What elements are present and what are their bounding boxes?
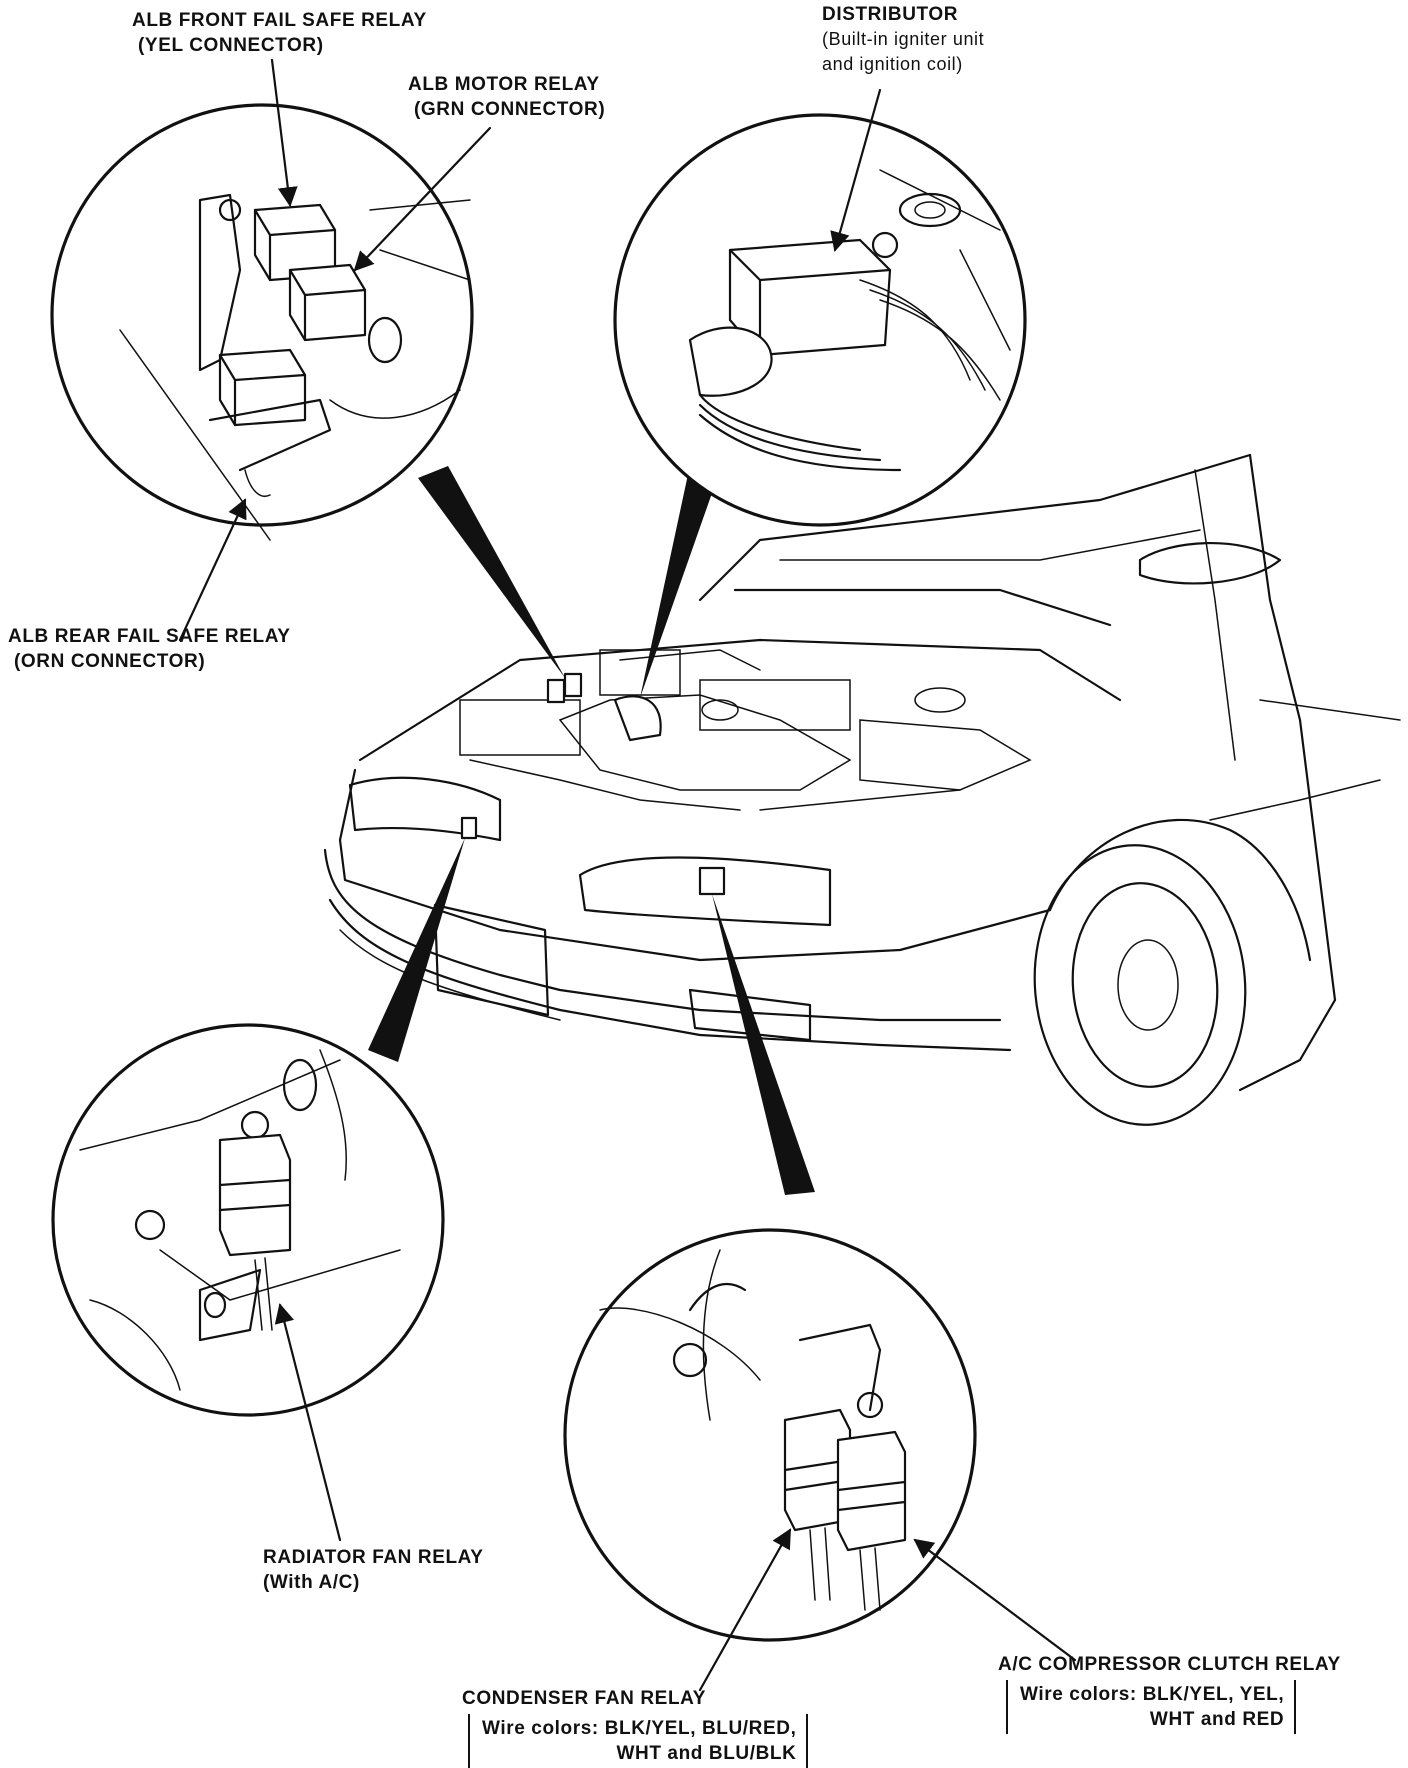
ac-clutch-line3: WHT and RED xyxy=(1149,1709,1285,1730)
alb-rear-fail-safe-relay-label: ALB REAR FAIL SAFE RELAY (ORN CONNECTOR) xyxy=(8,624,291,674)
car-illustration xyxy=(323,453,1401,1126)
radiator-fan-line2: (With A/C) xyxy=(263,1572,360,1593)
alb-motor-line1: ALB MOTOR RELAY xyxy=(408,74,600,95)
callout-wedges xyxy=(368,465,815,1195)
ac-clutch-line2: Wire colors: BLK/YEL, YEL, xyxy=(1020,1684,1285,1705)
ac-compressor-clutch-relay-label: A/C COMPRESSOR CLUTCH RELAY xyxy=(998,1652,1341,1677)
distributor-detail xyxy=(613,113,1027,527)
ac-clutch-line1: A/C COMPRESSOR CLUTCH RELAY xyxy=(998,1654,1341,1675)
condenser-fan-line1: CONDENSER FAN RELAY xyxy=(462,1688,707,1709)
radiator-fan-relay-detail xyxy=(51,1023,445,1417)
alb-rear-line1: ALB REAR FAIL SAFE RELAY xyxy=(8,626,291,647)
alb-motor-relay-label: ALB MOTOR RELAY (GRN CONNECTOR) xyxy=(408,72,605,122)
alb-rear-line2: (ORN CONNECTOR) xyxy=(14,651,206,672)
distributor-label: DISTRIBUTOR (Built-in igniter unit and i… xyxy=(822,2,984,77)
distributor-line1: DISTRIBUTOR xyxy=(822,4,959,25)
ac-clutch-wire-colors: Wire colors: BLK/YEL, YEL, WHT and RED xyxy=(1006,1680,1297,1734)
distributor-line3: and ignition coil) xyxy=(822,54,963,74)
alb-front-line1: ALB FRONT FAIL SAFE RELAY xyxy=(132,10,427,31)
condenser-ac-relays-detail xyxy=(563,1228,977,1642)
alb-front-fail-safe-relay-label: ALB FRONT FAIL SAFE RELAY (YEL CONNECTOR… xyxy=(132,8,427,58)
condenser-fan-line2: Wire colors: BLK/YEL, BLU/RED, xyxy=(482,1718,797,1739)
alb-front-line2: (YEL CONNECTOR) xyxy=(138,35,324,56)
distributor-line2: (Built-in igniter unit xyxy=(822,29,985,49)
condenser-fan-relay-label: CONDENSER FAN RELAY xyxy=(462,1686,706,1711)
alb-relays-detail xyxy=(50,103,474,541)
condenser-fan-wire-colors: Wire colors: BLK/YEL, BLU/RED, WHT and B… xyxy=(468,1714,809,1768)
alb-motor-line2: (GRN CONNECTOR) xyxy=(414,99,606,120)
radiator-fan-line1: RADIATOR FAN RELAY xyxy=(263,1547,484,1568)
leader-arrows xyxy=(178,58,1077,1692)
radiator-fan-relay-label: RADIATOR FAN RELAY (With A/C) xyxy=(263,1545,484,1595)
condenser-fan-line3: WHT and BLU/BLK xyxy=(616,1743,797,1764)
